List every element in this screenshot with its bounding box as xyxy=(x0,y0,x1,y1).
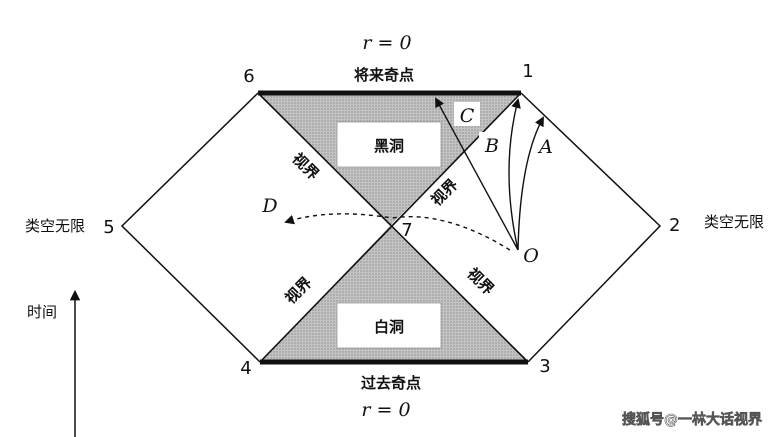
horizon-label-lower-left: 视界 xyxy=(281,273,315,307)
path-a-letter: A xyxy=(537,136,553,158)
horizon-label-upper-left: 视界 xyxy=(289,149,323,183)
vertex-3-label: 3 xyxy=(539,356,550,377)
path-b-letter: B xyxy=(484,135,499,157)
time-axis-label: 时间 xyxy=(27,303,57,321)
horizon-line-2 xyxy=(259,92,522,363)
path-c-label-box xyxy=(454,102,480,126)
black-hole-label: 黑洞 xyxy=(374,137,404,155)
vertex-2-label: 2 xyxy=(669,215,680,236)
bottom-r-label: r = 0 xyxy=(361,399,410,421)
path-a-curve xyxy=(517,116,544,251)
right-infinity-label: 类空无限 xyxy=(704,213,764,231)
path-b-curve xyxy=(508,98,521,251)
white-hole-region xyxy=(260,226,528,362)
vertex-4-label: 4 xyxy=(240,358,251,379)
right-region-outline xyxy=(520,92,662,363)
white-hole-label-box xyxy=(336,302,442,349)
horizon-label-lower-right: 视界 xyxy=(464,264,498,298)
top-r-label: r = 0 xyxy=(362,32,411,54)
path-c-line xyxy=(435,97,519,251)
vertex-5-label: 5 xyxy=(103,217,114,238)
black-hole-label-box xyxy=(336,121,442,168)
observer-o-letter: O xyxy=(523,245,539,267)
path-c-letter: C xyxy=(460,105,475,127)
path-d-letter: D xyxy=(261,195,277,217)
vertex-7-label: 7 xyxy=(401,220,412,241)
vertex-1-label: 1 xyxy=(522,61,533,82)
left-infinity-label: 类空无限 xyxy=(25,217,85,235)
watermark: 搜狐号@一林大话视界 xyxy=(622,411,763,428)
vertex-6-label: 6 xyxy=(243,66,254,87)
white-hole-label: 白洞 xyxy=(374,318,404,336)
future-singularity-label: 将来奇点 xyxy=(354,66,414,84)
left-region-outline xyxy=(120,92,261,363)
path-b-label-box xyxy=(479,132,505,156)
past-singularity-label: 过去奇点 xyxy=(361,374,421,392)
path-d-dashed xyxy=(284,213,511,251)
horizon-line-1 xyxy=(257,92,529,363)
